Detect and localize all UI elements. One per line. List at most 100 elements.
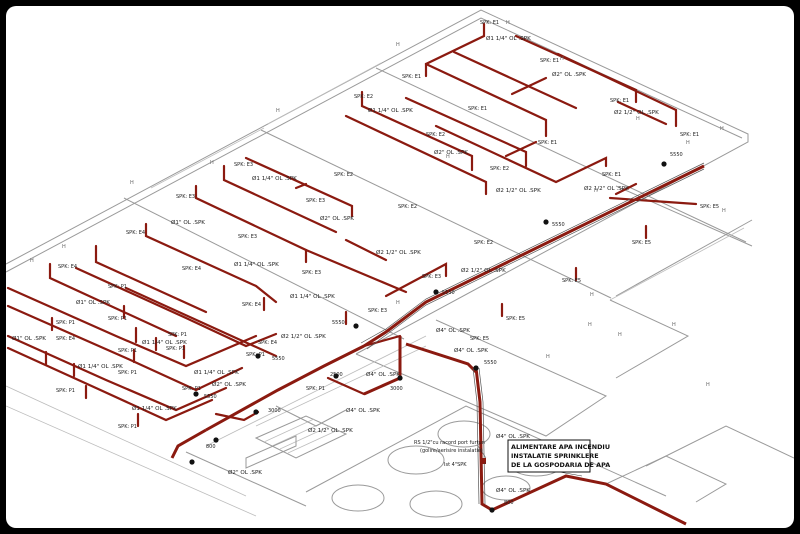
supply-callout: ALIMENTARE APA INCENDIU INSTALATIE SPRIN…: [507, 439, 610, 473]
label-d1_25-f: Ø1 1/4" OL .SPK: [142, 339, 187, 346]
label-d4-e: Ø4" OL .SPK: [496, 433, 530, 440]
label-d1-c: Ø1" OL .SPK: [12, 335, 46, 342]
tag-e3-b: SPK: E3: [176, 194, 195, 200]
tag-p1-a: SPK: P1: [108, 284, 127, 290]
label-d2-b: Ø2" OL .SPK: [434, 149, 468, 156]
tag-e2-d: SPK: E2: [398, 204, 417, 210]
svg-text:H: H: [590, 292, 594, 298]
label-d1_25-c: Ø1 1/4" OL .SPK: [252, 175, 297, 182]
tag-e1-f: SPK: E1: [538, 140, 557, 146]
svg-text:H: H: [506, 20, 510, 26]
tag-e3-e: SPK: E3: [302, 270, 321, 276]
note-connector-line1: RS 1/2"cu racord port furtun: [414, 440, 485, 446]
label-d4-c: Ø4" OL .SPK: [366, 371, 400, 378]
label-d2_5-a: Ø2 1/2" OL .SPK: [614, 109, 659, 116]
ceiling-markers: HHH HHH HHH HHH HHH HHH HHH: [30, 20, 726, 388]
tag-e4-d: SPK: E4: [242, 302, 261, 308]
svg-text:H: H: [210, 160, 214, 166]
svg-text:H: H: [618, 332, 622, 338]
label-d1_25-b: Ø1 1/4" OL .SPK: [368, 107, 413, 114]
tag-e5-e: SPK: E5: [470, 336, 489, 342]
note-ball-valve: Ist 4"SPK: [444, 462, 467, 468]
label-d2_5-e: Ø2 1/2" OL .SPK: [461, 267, 506, 274]
tag-e4-a: SPK: E4: [126, 230, 145, 236]
mark-5550-g: 5550: [204, 394, 217, 400]
tag-e4-c: SPK: E4: [182, 266, 201, 272]
tag-e3-f: SPK: E3: [368, 308, 387, 314]
pipe-outlines: [360, 162, 705, 505]
tag-p1-d: SPK: P1: [168, 332, 187, 338]
tag-p1-c: SPK: P1: [108, 316, 127, 322]
tag-e3-d: SPK: E3: [238, 234, 257, 240]
svg-text:H: H: [276, 108, 280, 114]
valves: [189, 161, 667, 513]
svg-text:H: H: [546, 354, 550, 360]
label-d1_5-a: Ø1 1/4" OL .SPK: [194, 369, 239, 376]
mark-5550-d: 5550: [332, 320, 345, 326]
tag-e3-a: SPK: E3: [234, 162, 253, 168]
callout-line2: INSTALATIE SPRINKLERE: [511, 452, 599, 460]
notes: RS 1/2"cu racord port furtun (golire/aer…: [414, 440, 485, 468]
tag-p1-b: SPK: P1: [56, 320, 75, 326]
svg-text:H: H: [560, 56, 564, 62]
label-d1_25-h: Ø1 1/4" OL .SPK: [132, 405, 177, 412]
svg-text:H: H: [30, 258, 34, 264]
floor-grid: [6, 9, 794, 517]
label-d1-b: Ø1" OL .SPK: [76, 299, 110, 306]
svg-text:H: H: [636, 116, 640, 122]
label-d2_5-d: Ø2 1/2" OL .SPK: [376, 249, 421, 256]
tag-e1-b: SPK: E1: [402, 74, 421, 80]
mark-5550-e: 5550: [484, 360, 497, 366]
tag-p1-h: SPK: P1: [56, 388, 75, 394]
svg-text:H: H: [722, 208, 726, 214]
mark-5550-a: 5550: [670, 152, 683, 158]
mark-800-a: 800: [206, 444, 216, 450]
mark-5550-f: 5550: [272, 356, 285, 362]
tag-e1-a: SPK: E1: [480, 20, 499, 26]
tag-e2-e: SPK: E2: [474, 240, 493, 246]
label-d1-a: Ø1" OL .SPK: [171, 219, 205, 226]
label-d2-a: Ø2" OL .SPK: [552, 71, 586, 78]
label-d2_5-f: Ø2 1/2" OL .SPK: [281, 333, 326, 340]
label-d2_5-g: Ø2 1/2" OL .SPK: [308, 427, 353, 434]
tag-p1-e: SPK: P1: [118, 348, 137, 354]
label-d1_25-g: Ø1 1/4" OL .SPK: [78, 363, 123, 370]
tag-e4-e: SPK: E4: [258, 340, 277, 346]
branch-pipes: [6, 22, 698, 428]
callout-line3: DE LA GOSPODARIA DE APA: [511, 461, 610, 469]
tag-e5-c: SPK: E5: [562, 278, 581, 284]
tag-e4-f: SPK: E4: [56, 336, 75, 342]
mark-5550-c: 5550: [442, 290, 455, 296]
elevation-marks: 5550 5550 5550 5550 5550 5550 5550 2500 …: [204, 152, 683, 506]
mark-3000-a: 3000: [390, 386, 403, 392]
tag-e1-h: SPK: E1: [602, 172, 621, 178]
stair-block: [245, 405, 348, 469]
svg-text:H: H: [446, 154, 450, 160]
tag-e1-e: SPK: E1: [468, 106, 487, 112]
label-d2-d: Ø2" OL .SPK: [212, 381, 246, 388]
label-d4-b: Ø4" OL .SPK: [454, 347, 488, 354]
label-d2-e: Ø2" OL .SPK: [228, 469, 262, 476]
label-d4-f: Ø4" OL .SPK: [496, 487, 530, 494]
tag-p1-f: SPK: P1: [166, 346, 185, 352]
label-d4-d: Ø4" OL .SPK: [346, 407, 380, 414]
svg-text:H: H: [594, 188, 598, 194]
tag-e5-a: SPK: E5: [700, 204, 719, 210]
label-d1_25-e: Ø1 1/4" OL .SPK: [290, 293, 335, 300]
label-d1_25-a: Ø1 1/4" OL .SPK: [486, 35, 531, 42]
svg-text:H: H: [706, 382, 710, 388]
tag-e4-b: SPK: E4: [58, 264, 77, 270]
ball-valve-icon: [480, 458, 486, 464]
tag-e3-g: SPK: E3: [422, 274, 441, 280]
svg-text:H: H: [720, 126, 724, 132]
tag-e1-d: SPK: E1: [610, 98, 629, 104]
note-connector-line2: (golire/aerisire instalatie): [420, 448, 483, 454]
mark-3000-b: 3000: [268, 408, 281, 414]
drawing-frame: Ø1 1/4" OL .SPK Ø2" OL .SPK Ø2 1/2" OL .…: [6, 6, 794, 528]
label-d2_5-c: Ø2 1/2" OL .SPK: [584, 185, 629, 192]
sprinkler-tags: SPK: E1 SPK: E1 SPK: E1 SPK: E1 SPK: E1 …: [56, 20, 719, 430]
pipe-diameter-labels: Ø1 1/4" OL .SPK Ø2" OL .SPK Ø2 1/2" OL .…: [12, 35, 659, 494]
svg-text:H: H: [62, 244, 66, 250]
svg-text:H: H: [686, 140, 690, 146]
tag-e5-d: SPK: E5: [506, 316, 525, 322]
